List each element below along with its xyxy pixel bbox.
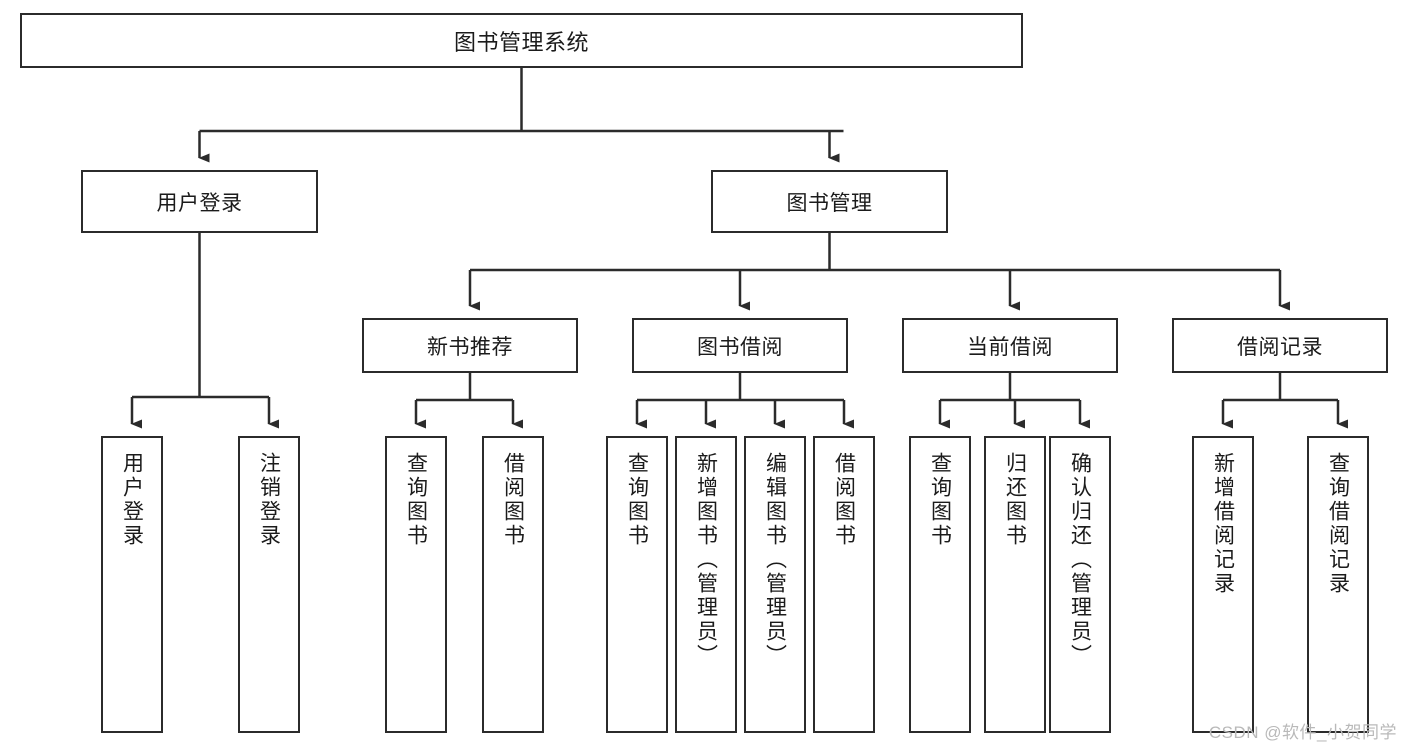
leaf-add-borrow-record-label: 新增借阅记录 (1211, 452, 1235, 596)
node-user-login-label: 用户登录 (156, 191, 243, 215)
leaf-confirm-return-admin[interactable]: 确认归还（管理员） (1049, 436, 1111, 733)
node-borrow-record-label: 借阅记录 (1237, 335, 1323, 359)
leaf-edit-book-admin-label: 编辑图书（管理员） (763, 452, 787, 668)
leaf-return-book-label: 归还图书 (1003, 452, 1027, 548)
leaf-borrow-book-recommend[interactable]: 借阅图书 (482, 436, 544, 733)
node-user-login[interactable]: 用户登录 (81, 170, 318, 233)
node-book-management-label: 图书管理 (786, 191, 873, 215)
leaf-add-book-admin[interactable]: 新增图书（管理员） (675, 436, 737, 733)
node-book-management[interactable]: 图书管理 (711, 170, 948, 233)
leaf-add-book-admin-label: 新增图书（管理员） (694, 452, 718, 668)
node-new-book-recommend[interactable]: 新书推荐 (362, 318, 578, 373)
leaf-query-book-recommend[interactable]: 查询图书 (385, 436, 447, 733)
leaf-query-book-current[interactable]: 查询图书 (909, 436, 971, 733)
leaf-query-book-current-label: 查询图书 (928, 452, 952, 548)
leaf-logout[interactable]: 注销登录 (238, 436, 300, 733)
node-current-borrow-label: 当前借阅 (967, 335, 1053, 359)
leaf-query-book-borrow[interactable]: 查询图书 (606, 436, 668, 733)
node-current-borrow[interactable]: 当前借阅 (902, 318, 1118, 373)
node-new-book-recommend-label: 新书推荐 (427, 335, 513, 359)
leaf-confirm-return-admin-label: 确认归还（管理员） (1068, 452, 1092, 668)
leaf-borrow-book-label: 借阅图书 (832, 452, 856, 548)
leaf-user-login[interactable]: 用户登录 (101, 436, 163, 733)
watermark-text: CSDN @软件_小贺同学 (1208, 723, 1397, 742)
leaf-return-book[interactable]: 归还图书 (984, 436, 1046, 733)
leaf-query-book-borrow-label: 查询图书 (625, 452, 649, 548)
node-borrow-record[interactable]: 借阅记录 (1172, 318, 1388, 373)
leaf-logout-label: 注销登录 (257, 452, 281, 548)
leaf-query-borrow-record-label: 查询借阅记录 (1326, 452, 1350, 596)
node-book-borrow[interactable]: 图书借阅 (632, 318, 848, 373)
leaf-add-borrow-record[interactable]: 新增借阅记录 (1192, 436, 1254, 733)
leaf-user-login-label: 用户登录 (120, 452, 144, 548)
node-root[interactable]: 图书管理系统 (20, 13, 1023, 68)
leaf-borrow-book-recommend-label: 借阅图书 (501, 452, 525, 548)
leaf-query-borrow-record[interactable]: 查询借阅记录 (1307, 436, 1369, 733)
leaf-borrow-book[interactable]: 借阅图书 (813, 436, 875, 733)
leaf-edit-book-admin[interactable]: 编辑图书（管理员） (744, 436, 806, 733)
node-root-label: 图书管理系统 (453, 29, 589, 55)
leaf-query-book-recommend-label: 查询图书 (404, 452, 428, 548)
node-book-borrow-label: 图书借阅 (697, 335, 783, 359)
